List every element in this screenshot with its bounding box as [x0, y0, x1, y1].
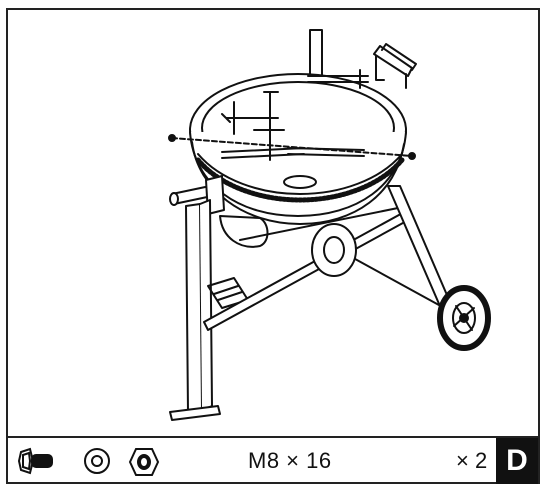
washer-icon: [84, 448, 110, 474]
bolt-left: [168, 134, 176, 142]
handle-bracket: [373, 45, 413, 89]
rear-wheel: [311, 223, 357, 277]
paddle-right: [287, 69, 369, 157]
bolt-right: [408, 152, 416, 160]
bolt-icon: [18, 447, 53, 475]
step-letter-badge: D: [496, 438, 538, 484]
hardware-strip: M8 × 16 × 2 D: [8, 436, 538, 484]
axle-line: [171, 137, 413, 157]
nut-icon: [128, 448, 160, 476]
drum-bowl: [189, 131, 407, 217]
hardware-quantity: × 2: [456, 448, 488, 473]
motor-housing: [219, 215, 269, 248]
instruction-frame: [6, 8, 540, 484]
hardware-spec: M8 × 16: [248, 448, 332, 473]
assembly-illustration: [168, 29, 491, 421]
left-leg: [185, 203, 203, 413]
